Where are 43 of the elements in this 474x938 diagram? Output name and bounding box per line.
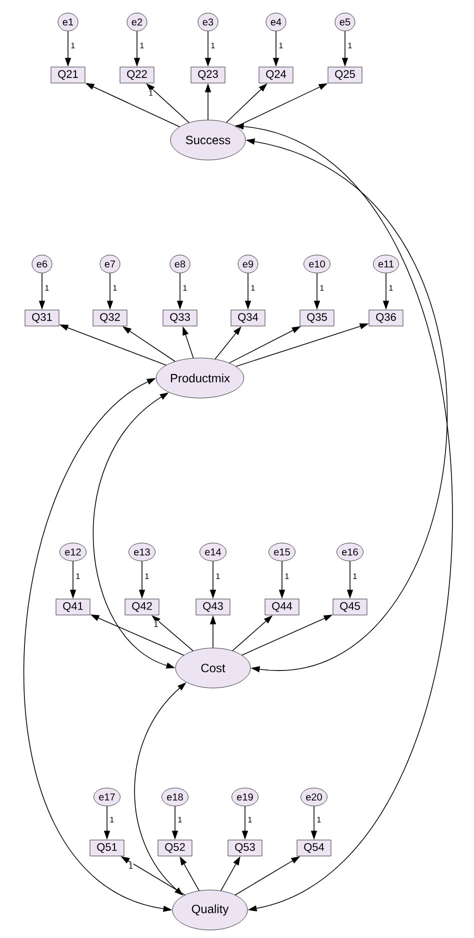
- edge-label: 1: [215, 573, 221, 580]
- edge-label: 1: [75, 573, 81, 580]
- observed-box: Q24: [258, 66, 294, 84]
- edge-label: 1: [284, 573, 290, 580]
- observed-box: Q21: [50, 66, 86, 84]
- edge-label: 1: [139, 42, 145, 49]
- observed-box: Q36: [368, 310, 404, 326]
- edge-label: 1: [278, 42, 284, 49]
- observed-box: Q41: [56, 598, 90, 616]
- observed-box: Q32: [92, 310, 128, 326]
- observed-box: Q22: [120, 66, 154, 84]
- edge-label: 1: [44, 284, 50, 292]
- edge-label: 1: [250, 284, 256, 292]
- edge-label: 1: [148, 90, 154, 96]
- observed-box: Q23: [190, 66, 226, 84]
- edge-label: 1: [347, 42, 353, 49]
- edge-label: 1: [177, 816, 183, 823]
- edge-label: 1: [182, 284, 188, 292]
- edge-label: 1: [153, 620, 159, 628]
- edge-label: 1: [109, 816, 115, 823]
- observed-box: Q44: [264, 598, 300, 616]
- observed-box: Q51: [90, 840, 124, 856]
- observed-box: Q54: [296, 840, 332, 856]
- edge-label: 1: [210, 42, 216, 49]
- edge-label: 1: [247, 816, 253, 823]
- observed-box: Q31: [24, 310, 60, 326]
- edge-label: 1: [316, 816, 322, 823]
- edge-label: 1: [352, 573, 358, 580]
- edge-label: 1: [128, 862, 134, 870]
- observed-box: Q53: [228, 840, 262, 856]
- observed-box: Q35: [300, 310, 334, 326]
- edge-label: 1: [70, 42, 76, 49]
- observed-box: Q45: [332, 598, 368, 616]
- observed-box: Q42: [124, 598, 160, 616]
- observed-box: Q25: [328, 66, 362, 84]
- observed-box: Q43: [196, 598, 230, 616]
- edge-label: 1: [319, 284, 325, 292]
- edge-label: 1: [112, 284, 118, 292]
- edge-label: 1: [144, 573, 150, 580]
- edge-label: 1: [388, 284, 394, 292]
- observed-box: Q33: [162, 310, 198, 326]
- observed-box: Q34: [230, 310, 266, 326]
- observed-box: Q52: [158, 840, 192, 856]
